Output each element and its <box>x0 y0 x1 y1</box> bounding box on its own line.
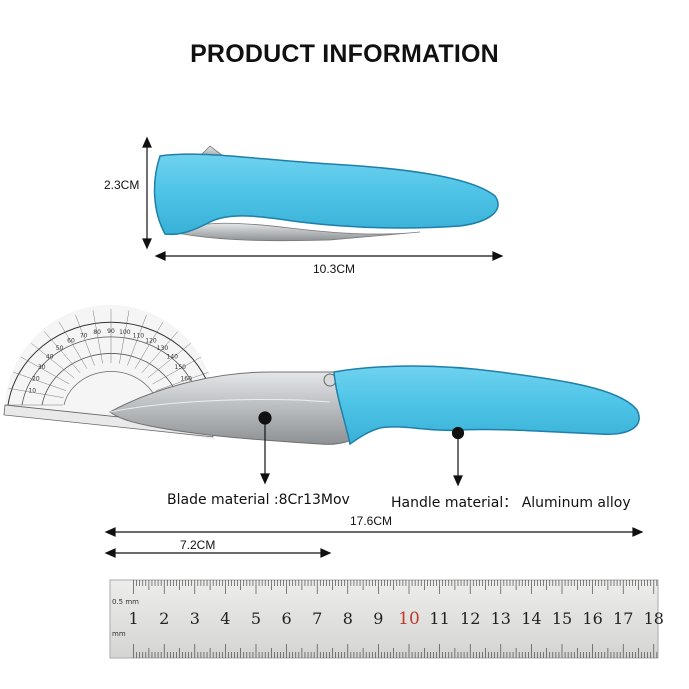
folded-length-label: 10.3CM <box>313 262 356 276</box>
ruler-number: 12 <box>460 609 480 628</box>
protractor-ray <box>127 314 147 366</box>
protractor-label: 90 <box>107 328 115 335</box>
protractor-label: 160 <box>180 375 192 382</box>
protractor-ray <box>156 371 209 391</box>
blade-length-label: 7.2CM <box>180 538 216 552</box>
protractor-label: 70 <box>80 332 88 339</box>
ruler-number: 17 <box>613 609 633 628</box>
protractor-ray <box>92 310 103 364</box>
ruler-number: 15 <box>552 609 572 628</box>
protractor-label: 150 <box>175 364 187 371</box>
ruler-number: 9 <box>373 609 383 628</box>
protractor-label: 60 <box>67 338 75 345</box>
protractor-ray <box>119 310 130 364</box>
ruler-number: 7 <box>312 609 322 628</box>
protractor-label: 130 <box>157 345 169 352</box>
folded-knife-image <box>153 145 499 242</box>
ruler-number: 3 <box>190 609 200 628</box>
protractor-label: 110 <box>133 332 145 339</box>
ruler-number: 13 <box>491 609 511 628</box>
handle-material-pointer <box>451 426 465 487</box>
page-title: PRODUCT INFORMATION <box>190 40 499 68</box>
protractor-label: 50 <box>56 345 64 352</box>
total-length-dimension-line <box>104 527 644 537</box>
folded-length-dimension-line <box>154 251 504 261</box>
protractor-ray <box>152 356 202 385</box>
ruler-number: 8 <box>343 609 353 628</box>
handle-material-label: Handle material： Aluminum alloy <box>391 495 631 511</box>
ruler-number: 18 <box>644 609 664 628</box>
protractor-label: 10 <box>28 387 36 394</box>
ruler-number: 1 <box>129 609 139 628</box>
protractor-ray <box>75 314 95 366</box>
protractor-ray <box>147 343 191 379</box>
protractor-label: 100 <box>119 329 131 336</box>
ruler-unit-label: 0.5 mm <box>112 598 139 606</box>
blade-material-label: Blade material :8Cr13Mov <box>167 492 350 508</box>
protractor-label: 80 <box>93 329 101 336</box>
protractor-ray <box>31 343 75 379</box>
protractor-ray <box>141 331 179 373</box>
ruler-number: 10 <box>398 609 420 629</box>
folded-height-label: 2.3CM <box>104 178 140 192</box>
protractor-ray <box>43 331 81 373</box>
ruler-number: 14 <box>521 609 541 628</box>
protractor-ray <box>13 371 66 391</box>
ruler-number: 2 <box>159 609 169 628</box>
ruler-number: 11 <box>429 609 449 628</box>
protractor-label: 140 <box>167 354 179 361</box>
blade-material-pointer <box>258 411 272 485</box>
protractor-label: 120 <box>145 338 157 345</box>
blade-length-dimension-line <box>104 548 332 558</box>
protractor-label: 30 <box>38 364 46 371</box>
protractor-ray <box>8 388 64 398</box>
protractor-ray <box>58 321 88 369</box>
protractor-label: 20 <box>32 375 40 382</box>
total-length-label: 17.6CM <box>350 514 393 528</box>
ruler-number: 5 <box>251 609 261 628</box>
open-knife-image <box>109 365 640 446</box>
ruler-number: 6 <box>282 609 292 628</box>
ruler-unit-label-2: mm <box>112 630 126 638</box>
protractor-ray <box>134 321 164 369</box>
ruler-number: 4 <box>220 609 230 628</box>
ruler-number: 16 <box>582 609 602 628</box>
protractor-label: 40 <box>46 354 54 361</box>
height-dimension-line <box>142 136 152 250</box>
protractor-ray <box>20 356 70 385</box>
